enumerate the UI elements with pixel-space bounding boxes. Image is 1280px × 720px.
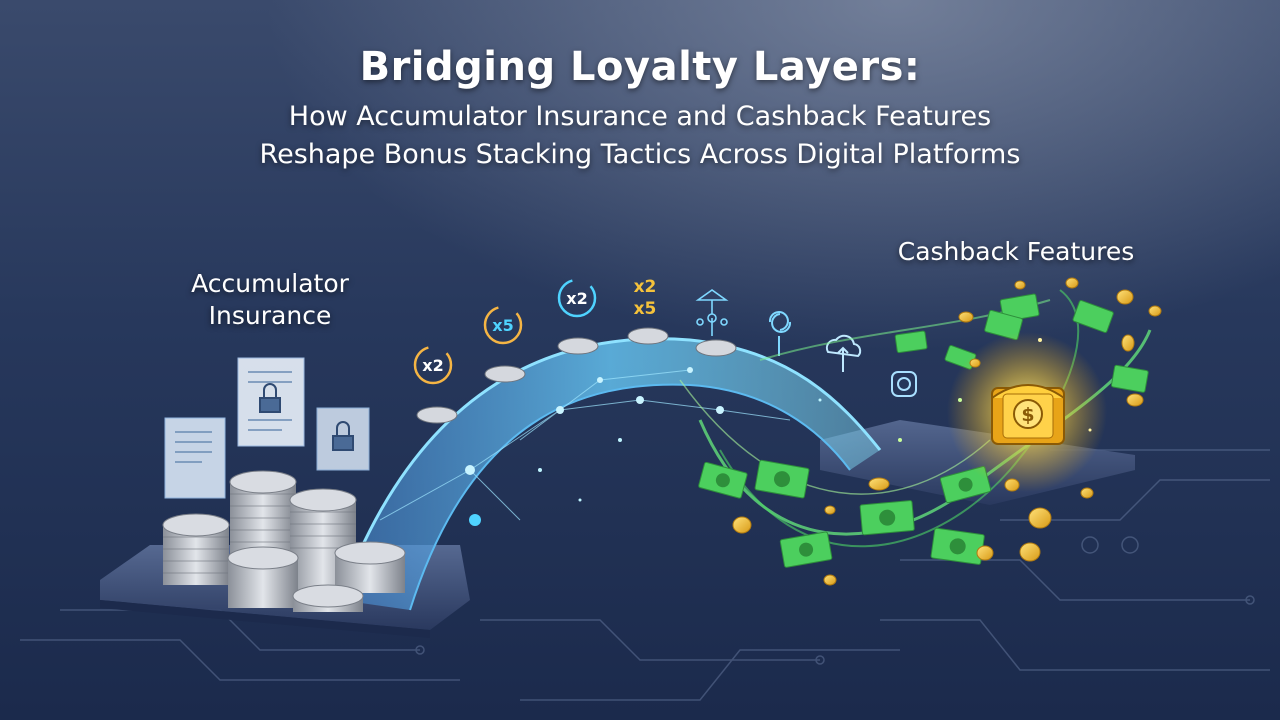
multiplier-badge-x2-first: x2 (422, 356, 443, 375)
page-subtitle-line-1: How Accumulator Insurance and Cashback F… (288, 101, 992, 132)
page-subtitle-line-2: Reshape Bonus Stacking Tactics Across Di… (259, 139, 1021, 170)
refresh-icon (768, 311, 792, 356)
circuit-lines (20, 449, 1270, 701)
silver-coin-stacks (162, 470, 406, 612)
bridge-coins (416, 327, 737, 424)
camera-icon (891, 371, 917, 397)
sparkle-particles (538, 338, 1092, 502)
network-icon (695, 289, 729, 336)
bridge-arc (338, 337, 882, 611)
svg-text:$: $ (1021, 404, 1034, 426)
multiplier-badges: x2 x5 x2 x2 x5 (413, 277, 657, 385)
multiplier-badge-x5: x5 (492, 316, 513, 335)
cashback-features-label: Cashback Features (897, 237, 1135, 266)
multiplier-stack-x2: x2 (634, 277, 657, 297)
heading-block: Bridging Loyalty Layers: How Accumulator… (0, 44, 1280, 174)
dollar-icon: $ (1013, 399, 1043, 429)
accumulator-insurance-label: Accumulator Insurance (191, 269, 349, 330)
multiplier-badge-x2-second: x2 (566, 289, 587, 308)
multiplier-stack-x5: x5 (634, 299, 657, 319)
banknotes (698, 293, 1149, 568)
lock-icon (259, 383, 354, 451)
page-title: Bridging Loyalty Layers: (359, 44, 921, 90)
